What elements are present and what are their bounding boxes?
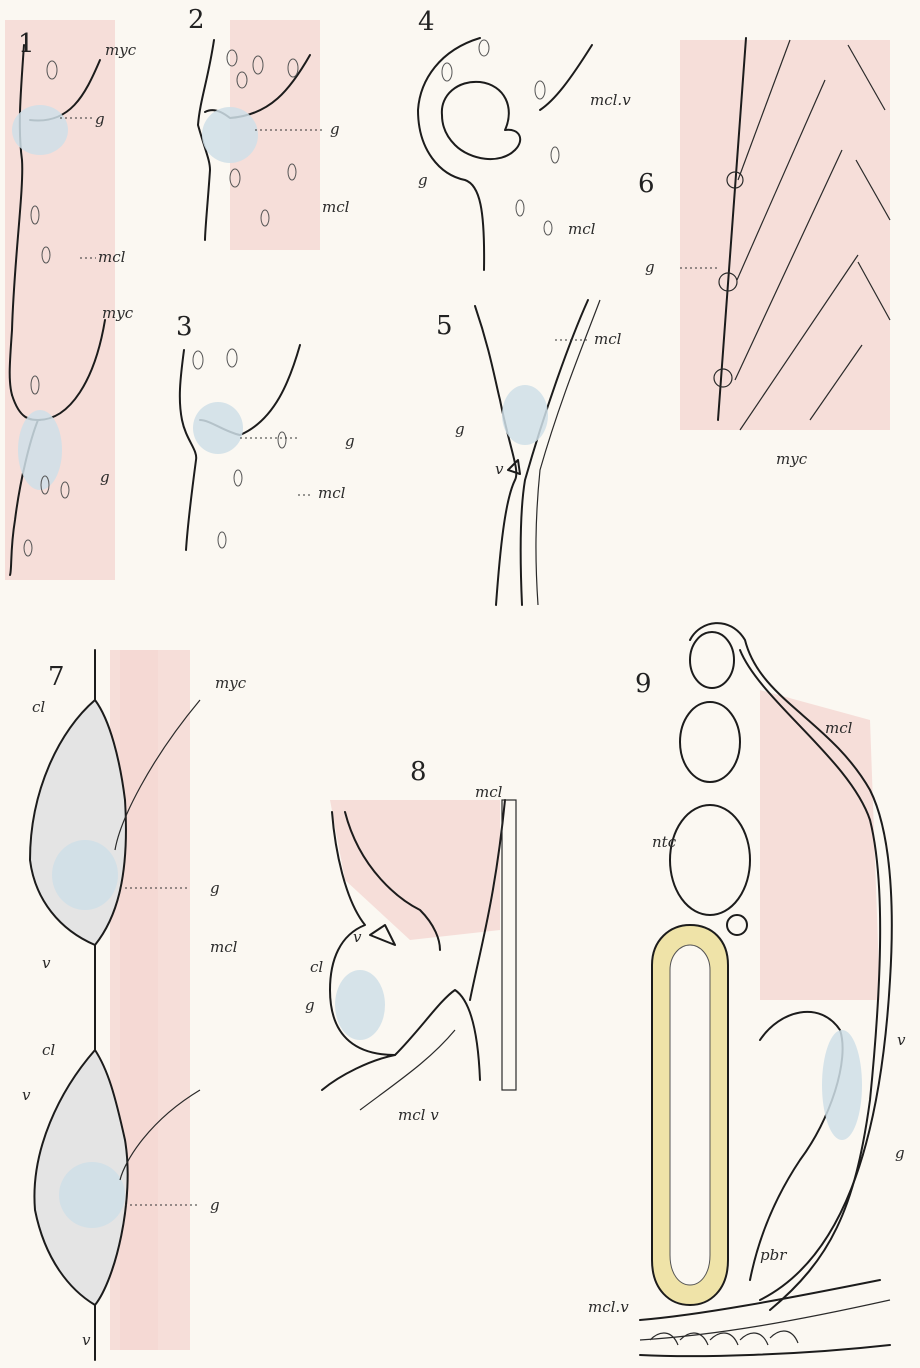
fig2-g-label: g bbox=[330, 120, 340, 138]
fig9-mcl-label: mcl bbox=[825, 719, 853, 737]
fig7-mcl-label: mcl bbox=[210, 938, 238, 956]
figure-3: 3 g mcl bbox=[176, 312, 355, 550]
figure-1-number: 1 bbox=[18, 29, 35, 59]
figure-7-number: 7 bbox=[48, 662, 65, 692]
fig1-mcl-label: mcl bbox=[98, 248, 126, 266]
figure-4-number: 4 bbox=[418, 7, 435, 37]
fig5-v-label: v bbox=[495, 460, 504, 478]
figure-3-number: 3 bbox=[176, 312, 193, 342]
fig1-g-bottom-label: g bbox=[100, 468, 110, 486]
fig1-myc-bottom-label: myc bbox=[102, 304, 134, 322]
figure-6-number: 6 bbox=[638, 169, 655, 199]
fig7-v-bottom-label: v bbox=[82, 1331, 91, 1349]
fig4-g-label: g bbox=[418, 171, 428, 189]
fig7-v-lower-label: v bbox=[22, 1086, 31, 1104]
fig7-cl-top-label: cl bbox=[32, 698, 45, 716]
figure-8-number: 8 bbox=[410, 757, 427, 787]
fig7-myc-label: myc bbox=[215, 674, 247, 692]
fig9-v-label: v bbox=[897, 1031, 906, 1049]
fig7-cl-bottom-label: cl bbox=[42, 1041, 55, 1059]
figure-5-number: 5 bbox=[436, 311, 453, 341]
fig5-mcl-label: mcl bbox=[594, 330, 622, 348]
fig4-mcl-v-label: mcl.v bbox=[590, 91, 631, 109]
fig6-myc-label: myc bbox=[776, 450, 808, 468]
fig2-mcl-label: mcl bbox=[322, 198, 350, 216]
fig1-myc-top-label: myc bbox=[105, 41, 137, 59]
fig8-mcl-label: mcl bbox=[475, 783, 503, 801]
fig8-cl-label: cl bbox=[310, 958, 323, 976]
fig7-g-bottom-label: g bbox=[210, 1196, 220, 1214]
figure-7: 7 cl myc g mcl v cl v g v bbox=[22, 650, 247, 1360]
fig1-g-top-label: g bbox=[95, 110, 105, 128]
fig3-mcl-label: mcl bbox=[318, 484, 346, 502]
fig5-g-label: g bbox=[455, 420, 465, 438]
fig8-g-label: g bbox=[305, 996, 315, 1014]
figure-4: 4 mcl.v g mcl bbox=[418, 7, 631, 270]
fig9-ntc-label: ntc bbox=[652, 833, 677, 851]
fig7-g-top-label: g bbox=[210, 879, 220, 897]
fig4-mcl-label: mcl bbox=[568, 220, 596, 238]
fig9-pbr-label: pbr bbox=[760, 1246, 787, 1264]
fig8-v-label: v bbox=[353, 928, 362, 946]
fig7-v-mid-label: v bbox=[42, 954, 51, 972]
figure-5: 5 mcl g v bbox=[436, 300, 622, 605]
fig8-mcl-v-label: mcl v bbox=[398, 1106, 439, 1124]
figure-9-number: 9 bbox=[635, 669, 652, 699]
figure-2-number: 2 bbox=[188, 5, 205, 35]
fig9-mcl-v-label: mcl.v bbox=[588, 1298, 629, 1316]
fig3-g-label: g bbox=[345, 432, 355, 450]
fig9-g-label: g bbox=[895, 1144, 905, 1162]
fig6-g-label: g bbox=[645, 258, 655, 276]
